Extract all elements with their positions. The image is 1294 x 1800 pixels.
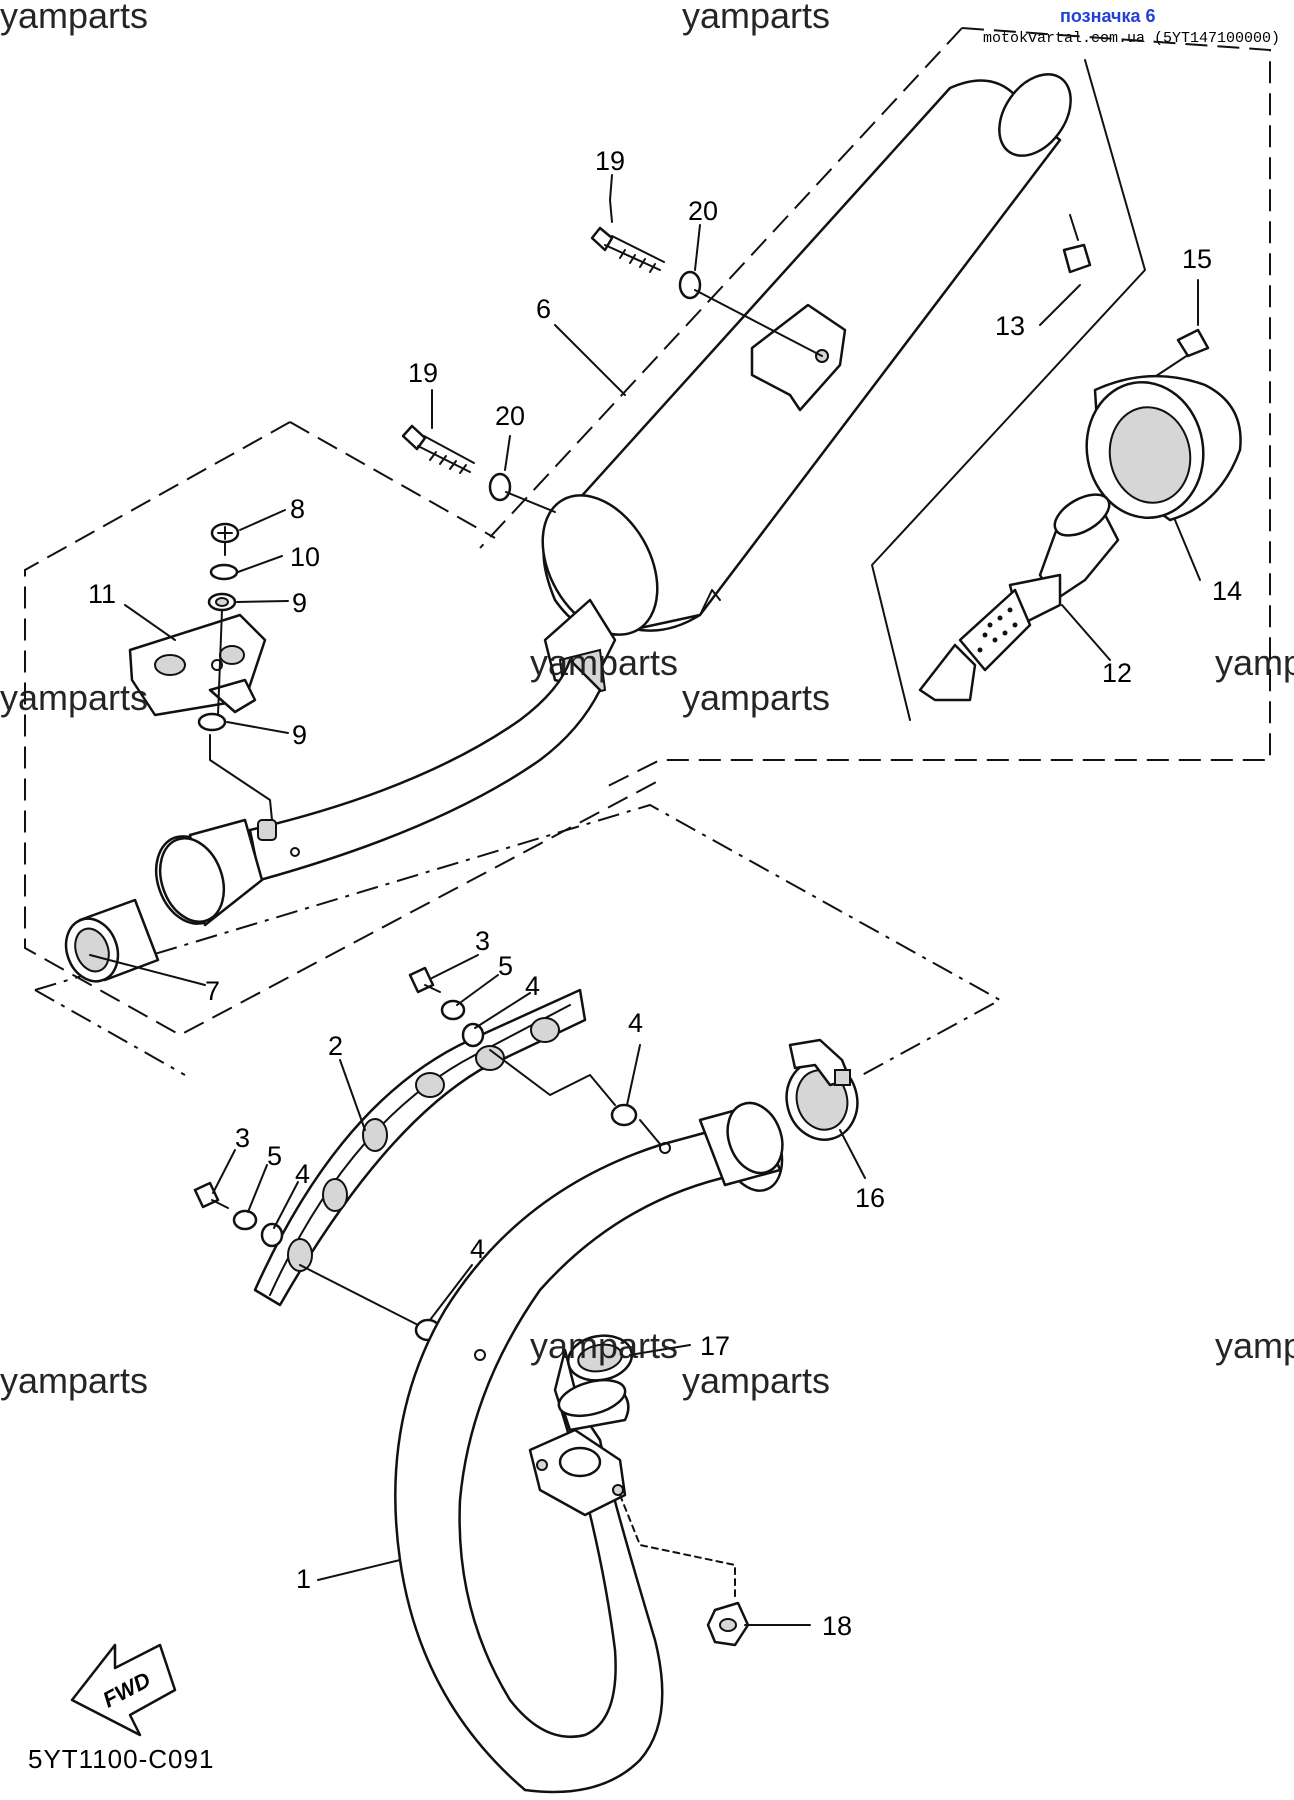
heat-guard-2 bbox=[253, 988, 587, 1307]
watermark: yamparts bbox=[0, 0, 148, 36]
callout-4-lower: 4 bbox=[295, 1159, 310, 1189]
callout-leaders bbox=[89, 174, 1201, 1626]
guard-group-outline bbox=[34, 803, 1003, 1076]
watermark: yamparts bbox=[1215, 1325, 1294, 1366]
gasket-17 bbox=[567, 1334, 633, 1382]
callout-16: 16 bbox=[855, 1183, 885, 1213]
callout-11: 11 bbox=[88, 579, 116, 609]
bolt-13 bbox=[1062, 214, 1092, 274]
callout-numbers: 19 20 6 13 15 19 20 8 10 9 9 11 14 12 7 … bbox=[88, 146, 1242, 1641]
exhaust-pipe-1 bbox=[394, 1101, 784, 1794]
callout-12: 12 bbox=[1102, 658, 1132, 688]
bolt-15 bbox=[1176, 328, 1210, 358]
callout-2: 2 bbox=[328, 1031, 343, 1061]
leader-20-upper bbox=[694, 289, 823, 357]
washer-9-bottom bbox=[197, 712, 227, 732]
watermark: yamparts bbox=[0, 1360, 148, 1401]
washer-9-top bbox=[207, 592, 237, 612]
callout-8: 8 bbox=[290, 494, 305, 524]
link-pipe bbox=[154, 658, 602, 927]
header-source: motokvartal.com.ua (5YT147100000) bbox=[983, 30, 1280, 47]
callout-15: 15 bbox=[1182, 244, 1212, 274]
leader-18-dashed bbox=[619, 1494, 736, 1601]
watermark: yamparts bbox=[0, 677, 148, 718]
pipe-group-outline-upper bbox=[289, 421, 496, 539]
gasket-7 bbox=[64, 898, 160, 983]
callout-9-upper: 9 bbox=[292, 588, 307, 618]
washer-5-upper bbox=[440, 999, 466, 1021]
watermark: yamparts bbox=[682, 0, 830, 36]
bolt-19-lower bbox=[401, 424, 475, 474]
watermarks: yamparts yamparts yamparts yamparts yamp… bbox=[0, 0, 1294, 1401]
callout-7: 7 bbox=[205, 976, 220, 1006]
callout-17: 17 bbox=[700, 1331, 730, 1361]
watermark: yamparts bbox=[530, 642, 678, 683]
watermark: yamparts bbox=[682, 1360, 830, 1401]
callout-19-upper: 19 bbox=[595, 146, 625, 176]
bracket-leader-line bbox=[209, 609, 273, 821]
spark-arrester-12 bbox=[918, 493, 1120, 702]
clamp-16 bbox=[785, 1038, 859, 1141]
washer-4-upper bbox=[461, 1022, 485, 1048]
washer-4-right bbox=[610, 1103, 638, 1127]
callout-10: 10 bbox=[290, 542, 320, 572]
muffler-group-outline-upper bbox=[479, 27, 963, 549]
callout-19-lower: 19 bbox=[408, 358, 438, 388]
fwd-arrow: FWD bbox=[70, 1643, 177, 1737]
washer-20-lower bbox=[488, 472, 512, 502]
watermark: yamparts bbox=[1215, 642, 1294, 683]
callout-6: 6 bbox=[536, 294, 551, 324]
watermark: yamparts bbox=[530, 1325, 678, 1366]
washer-5-lower bbox=[232, 1209, 258, 1231]
bolt-8 bbox=[210, 522, 240, 556]
callout-4-upper: 4 bbox=[525, 971, 540, 1001]
end-cap-14 bbox=[1085, 374, 1242, 522]
callout-5-upper: 5 bbox=[498, 951, 513, 981]
callout-13: 13 bbox=[995, 311, 1025, 341]
callout-20-lower: 20 bbox=[495, 401, 525, 431]
muffler-group-outline bbox=[599, 27, 1271, 791]
washer-20-upper bbox=[678, 270, 702, 300]
callout-14: 14 bbox=[1212, 576, 1242, 606]
guard-leader-lines bbox=[299, 1049, 666, 1359]
tailpipe-group-outline bbox=[871, 59, 1146, 721]
callout-4-bottom: 4 bbox=[470, 1234, 485, 1264]
callout-20-upper: 20 bbox=[688, 196, 718, 226]
guard-group-outline-b bbox=[34, 989, 186, 1076]
watermark: yamparts bbox=[682, 677, 830, 718]
bolt-3-lower bbox=[193, 1181, 229, 1209]
callout-18: 18 bbox=[822, 1611, 852, 1641]
callout-1: 1 bbox=[296, 1564, 311, 1594]
callout-4-right: 4 bbox=[628, 1008, 643, 1038]
pipe-group-outline bbox=[24, 421, 661, 1037]
leader-20-lower bbox=[505, 491, 556, 513]
callout-3-lower: 3 bbox=[235, 1123, 250, 1153]
washer-10 bbox=[209, 563, 239, 581]
header-label: позначка 6 bbox=[1060, 6, 1156, 26]
bracket-11 bbox=[128, 613, 267, 717]
bolt-3-upper bbox=[408, 966, 441, 994]
callout-3-upper: 3 bbox=[475, 926, 490, 956]
nut-18 bbox=[706, 1601, 750, 1647]
callout-9-lower: 9 bbox=[292, 720, 307, 750]
washer-4-lower bbox=[260, 1222, 284, 1248]
callout-5-lower: 5 bbox=[267, 1141, 282, 1171]
diagram-code: 5YT1100-C091 bbox=[28, 1744, 214, 1774]
bolt-19-upper bbox=[590, 226, 665, 273]
